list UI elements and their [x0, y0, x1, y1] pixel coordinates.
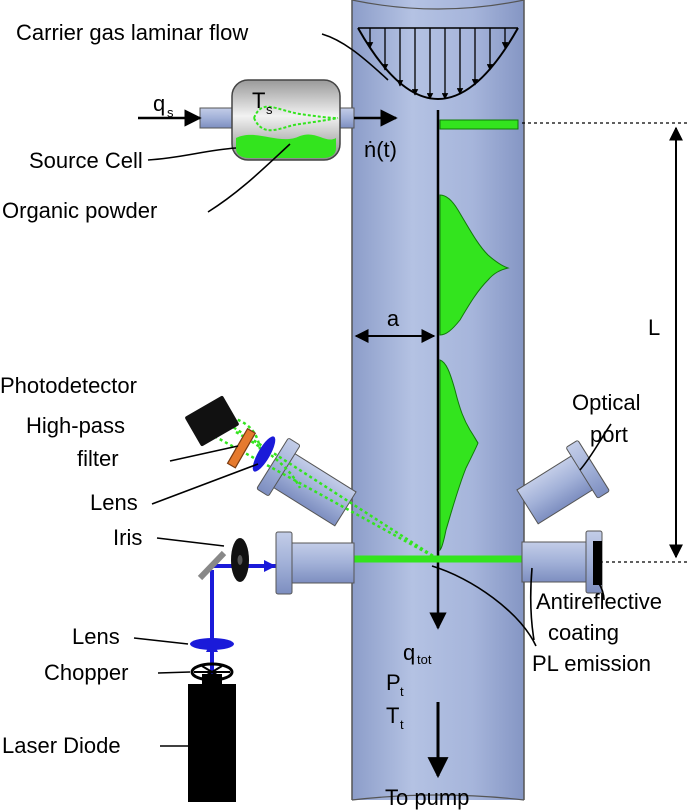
optical-port — [516, 440, 610, 525]
label-antireflective-1: Antireflective — [536, 589, 662, 614]
photodetector — [185, 396, 239, 446]
high-pass-filter — [226, 427, 257, 469]
label-highpass-1: High-pass — [26, 413, 125, 438]
label-source-cell: Source Cell — [29, 148, 143, 173]
label-optical-port-2: port — [590, 422, 628, 447]
detection-lens — [252, 436, 276, 472]
label-ndot: ṅ(t) — [364, 137, 397, 162]
label-antireflective-2: coating — [548, 620, 619, 645]
laser-diode — [188, 684, 236, 802]
label-pl-emission: PL emission — [532, 651, 651, 676]
label-lens-upper: Lens — [90, 490, 138, 515]
label-laser-diode: Laser Diode — [2, 733, 121, 758]
label-qtot: q — [403, 640, 415, 665]
label-carrier-flow: Carrier gas laminar flow — [16, 20, 248, 45]
deposit-band — [439, 119, 519, 130]
laser-inlet-port — [275, 531, 355, 595]
label-tt-sub: t — [400, 717, 404, 732]
label-highpass-2: filter — [77, 446, 119, 471]
antireflective-coating — [593, 541, 602, 585]
source-cell — [199, 79, 355, 161]
label-iris: Iris — [113, 525, 142, 550]
detection-port — [256, 438, 357, 527]
dimension-a: a — [354, 306, 436, 343]
laminar-flow-profile — [357, 27, 519, 100]
pulse-profiles — [429, 110, 510, 630]
label-photodetector: Photodetector — [0, 373, 137, 398]
label-pt: P — [386, 670, 401, 695]
pl-emission-cone — [213, 416, 439, 561]
label-qtot-sub: tot — [417, 652, 432, 667]
laser-outlet-port — [521, 530, 603, 594]
label-ts-sub: s — [266, 102, 273, 117]
dimension-L: L — [522, 122, 690, 563]
label-a: a — [387, 306, 400, 331]
label-organic-powder: Organic powder — [2, 198, 157, 223]
label-L: L — [648, 315, 660, 340]
label-optical-port-1: Optical — [572, 390, 640, 415]
laser-lens — [190, 638, 234, 650]
label-chopper: Chopper — [44, 660, 128, 685]
label-pt-sub: t — [400, 684, 404, 699]
label-qs-sub: s — [167, 105, 174, 120]
mirror — [197, 550, 227, 581]
label-lens-lower: Lens — [72, 624, 120, 649]
label-tt: T — [386, 703, 399, 728]
leader-lines — [133, 33, 612, 747]
label-qs: q — [153, 91, 165, 116]
label-to-pump: To pump — [385, 785, 469, 810]
label-ts: T — [252, 88, 265, 113]
